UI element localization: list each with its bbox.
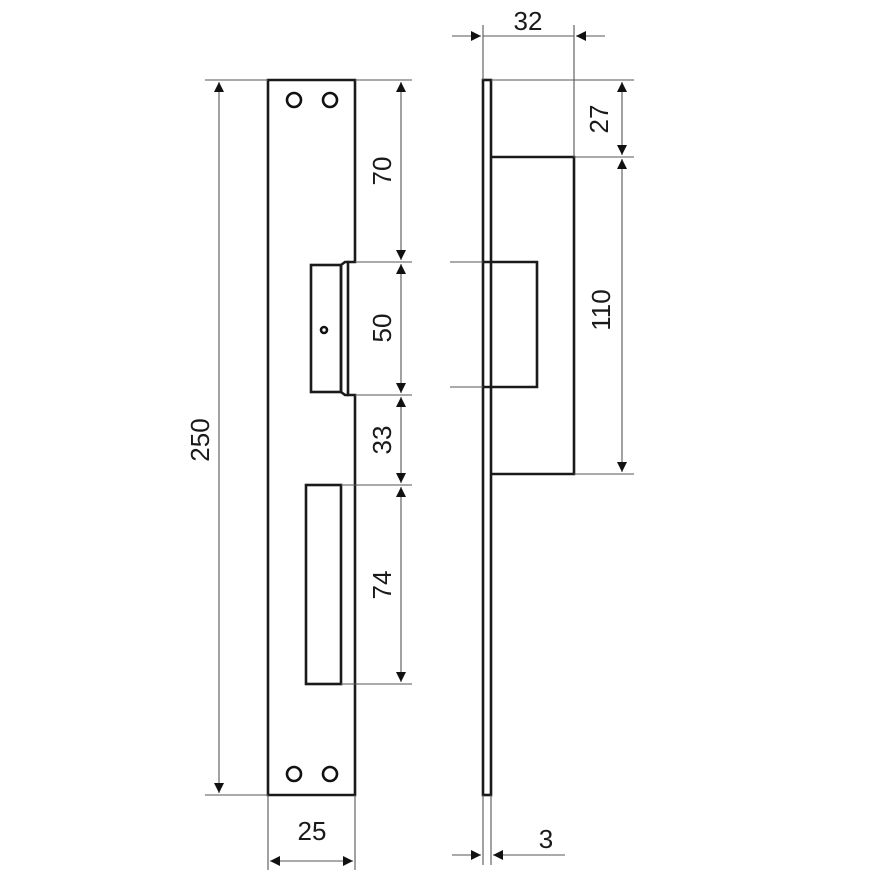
mounting-hole-icon: [321, 91, 339, 109]
latch-box-lip-bottom: [340, 390, 349, 397]
dim-top-to-latch: 70: [367, 157, 397, 186]
mounting-hole-icon: [285, 765, 303, 783]
side-box: [491, 155, 576, 476]
front-plate-outline: [266, 78, 357, 797]
latch-pin-icon: [319, 325, 329, 335]
dim-depth: 32: [514, 6, 543, 36]
dim-top-offset: 27: [584, 105, 614, 134]
mounting-hole-icon: [285, 91, 303, 109]
dim-box-height: 110: [586, 289, 616, 330]
mounting-hole-icon: [321, 765, 339, 783]
side-latch: [483, 260, 539, 389]
side-view: 32 27 110 3: [450, 6, 634, 865]
front-view: 250 70 50 33 74 25: [185, 78, 412, 870]
latch-box-lip-top: [340, 260, 349, 267]
dim-slot-height: 74: [367, 571, 397, 600]
dim-gap: 33: [367, 426, 397, 455]
dim-width: 25: [298, 816, 327, 846]
side-plate: [481, 78, 493, 797]
dim-plate-thickness: 3: [539, 824, 553, 854]
dim-overall-height: 250: [185, 418, 215, 461]
lower-slot: [304, 483, 343, 686]
dim-latch-height: 50: [367, 314, 397, 343]
